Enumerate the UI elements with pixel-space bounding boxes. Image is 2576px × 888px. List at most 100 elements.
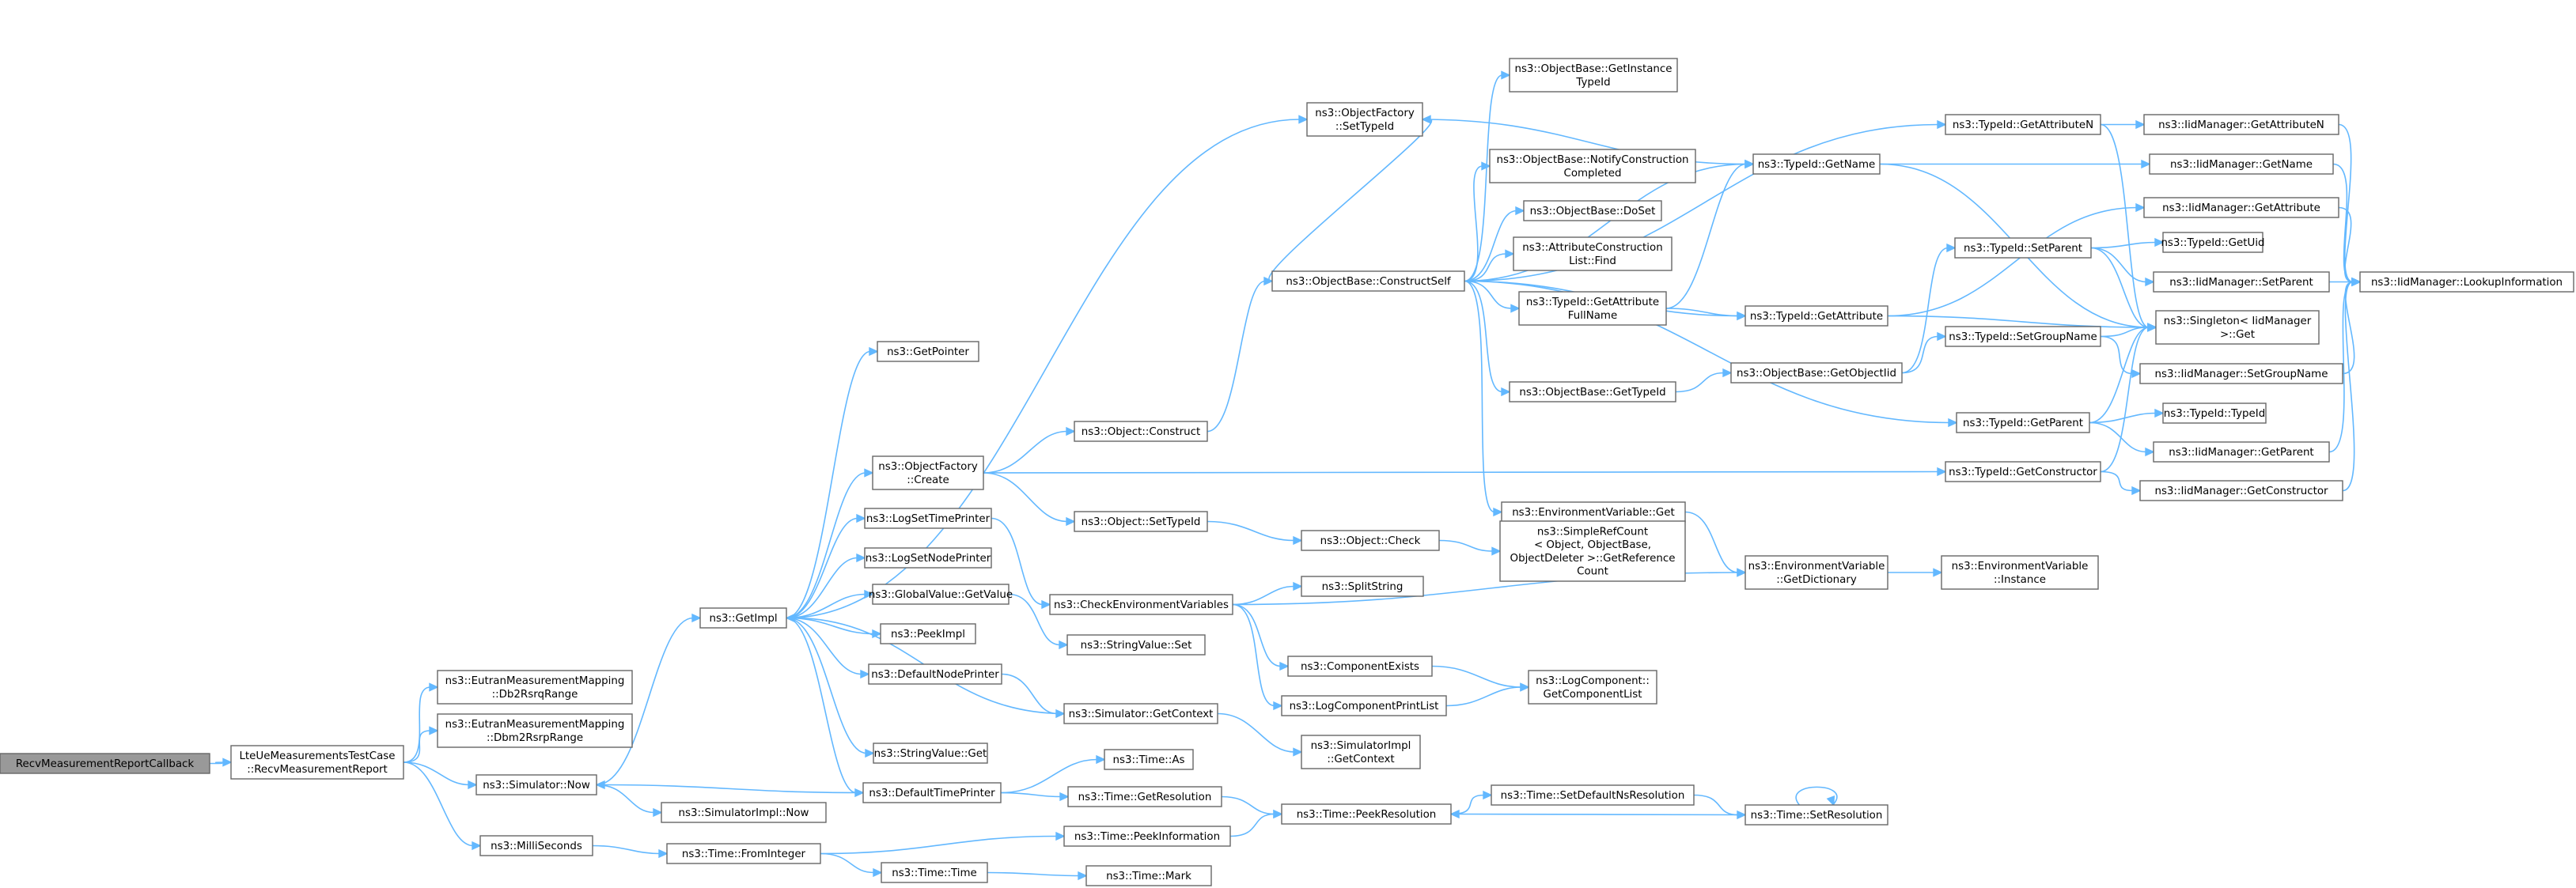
graph-node-ofcreate[interactable]: ns3::ObjectFactory::Create — [872, 455, 984, 490]
graph-node-getpointer[interactable]: ns3::GetPointer — [877, 341, 979, 362]
graph-node-logsetnode[interactable]: ns3::LogSetNodePrinter — [864, 547, 992, 569]
graph-node-obgettypeid[interactable]: ns3::ObjectBase::GetTypeId — [1509, 381, 1676, 402]
graph-node-iidgetctor[interactable]: ns3::IidManager::GetConstructor — [2139, 480, 2343, 501]
edge-deftimeprinter-to-timegetres — [1000, 792, 1070, 802]
graph-node-recv[interactable]: LteUeMeasurementsTestCase::RecvMeasureme… — [230, 745, 404, 780]
graph-node-objsettypeid[interactable]: ns3::Object::SetTypeId — [1074, 511, 1208, 532]
graph-node-obdoset[interactable]: ns3::ObjectBase::DoSet — [1523, 200, 1662, 221]
graph-node-simgetctx[interactable]: ns3::Simulator::GetContext — [1063, 703, 1218, 724]
graph-node-tidgetctor[interactable]: ns3::TypeId::GetConstructor — [1945, 461, 2101, 482]
graph-node-millis[interactable]: ns3::MilliSeconds — [479, 835, 593, 856]
graph-node-objconstruct[interactable]: ns3::Object::Construct — [1074, 421, 1208, 442]
node-box — [1491, 784, 1695, 806]
node-label: ns3::ObjectBase::GetObjectIid — [1737, 368, 1896, 380]
graph-node-timepeekres[interactable]: ns3::Time::PeekResolution — [1281, 803, 1452, 825]
graph-node-timetime[interactable]: ns3::Time::Time — [881, 862, 988, 883]
graph-node-iidgetattr[interactable]: ns3::IidManager::GetAttribute — [2143, 197, 2339, 218]
graph-node-db2rsrq[interactable]: ns3::EutranMeasurementMapping::Db2RsrqRa… — [437, 670, 633, 705]
graph-node-logcompgetlist[interactable]: ns3::LogComponent::GetComponentList — [1528, 670, 1657, 705]
edge-root-to-recv — [209, 758, 233, 767]
node-label: ::SetTypeId — [1335, 121, 1394, 133]
node-label: ::Db2RsrqRange — [492, 689, 578, 701]
graph-node-tidgetuid[interactable]: ns3::TypeId::GetUid — [2161, 232, 2265, 253]
graph-node-tidgetname[interactable]: ns3::TypeId::GetName — [1752, 153, 1881, 175]
node-label: ns3::ObjectBase::NotifyConstruction — [1496, 154, 1688, 166]
node-box — [1501, 501, 1686, 523]
graph-node-peekimpl[interactable]: ns3::PeekImpl — [880, 623, 976, 644]
graph-node-tidsetparent[interactable]: ns3::TypeId::SetParent — [1954, 237, 2092, 259]
graph-node-tidgetparent[interactable]: ns3::TypeId::GetParent — [1956, 412, 2090, 433]
graph-node-getimpl[interactable]: ns3::GetImpl — [699, 607, 787, 629]
node-box — [1518, 291, 1667, 326]
node-box — [1063, 703, 1218, 724]
graph-node-timesetres[interactable]: ns3::Time::SetResolution — [1744, 804, 1888, 826]
graph-node-obconstructself[interactable]: ns3::ObjectBase::ConstructSelf — [1271, 270, 1465, 292]
edge-objsettypeid-to-objcheck — [1207, 520, 1303, 546]
graph-node-iidgetparent[interactable]: ns3::IidManager::GetParent — [2153, 441, 2330, 463]
node-label: ns3::SimpleRefCount — [1537, 527, 1648, 538]
graph-node-timepeekinfo[interactable]: ns3::Time::PeekInformation — [1063, 826, 1231, 847]
graph-node-simnow[interactable]: ns3::Simulator::Now — [475, 774, 597, 795]
graph-node-compexists[interactable]: ns3::ComponentExists — [1287, 656, 1433, 677]
graph-node-logsettime[interactable]: ns3::LogSetTimePrinter — [864, 508, 992, 529]
graph-node-singleton[interactable]: ns3::Singleton< IidManager>::Get — [2155, 310, 2320, 345]
graph-node-defnodeprinter[interactable]: ns3::DefaultNodePrinter — [868, 663, 1002, 685]
graph-node-iidgetname[interactable]: ns3::IidManager::GetName — [2149, 153, 2334, 175]
node-label: LteUeMeasurementsTestCase — [239, 750, 395, 762]
graph-node-strvalset[interactable]: ns3::StringValue::Set — [1066, 634, 1206, 656]
node-label: ns3::LogComponent:: — [1536, 675, 1650, 687]
graph-node-gvgetvalue[interactable]: ns3::GlobalValue::GetValue — [869, 584, 1013, 605]
graph-node-simimplnow[interactable]: ns3::SimulatorImpl::Now — [661, 802, 827, 823]
graph-node-iidsetparent[interactable]: ns3::IidManager::SetParent — [2153, 271, 2330, 293]
edge-timesetres-to-timesetres — [1795, 786, 1838, 807]
graph-node-iidsetgroup[interactable]: ns3::IidManager::SetGroupName — [2139, 363, 2343, 384]
edge-checkenv-to-logcompprint — [1232, 603, 1283, 711]
graph-node-tidtypeid[interactable]: ns3::TypeId::TypeId — [2162, 402, 2267, 424]
graph-node-iidlookup[interactable]: ns3::IidManager::LookupInformation — [2359, 271, 2574, 293]
graph-node-splitstring[interactable]: ns3::SplitString — [1301, 576, 1424, 597]
graph-node-simimplgetctx[interactable]: ns3::SimulatorImpl::GetContext — [1301, 735, 1421, 769]
graph-node-obgetobjectiid[interactable]: ns3::ObjectBase::GetObjectIid — [1730, 362, 1903, 384]
node-label: ns3::IidManager::SetParent — [2169, 277, 2313, 289]
node-box — [881, 862, 988, 883]
graph-node-timesetdefns[interactable]: ns3::Time::SetDefaultNsResolution — [1491, 784, 1695, 806]
node-box — [2162, 402, 2267, 424]
node-label: ns3::Simulator::GetContext — [1069, 709, 1214, 720]
graph-node-tidgetattrn[interactable]: ns3::TypeId::GetAttributeN — [1945, 114, 2101, 135]
edge-timepeekinfo-to-timepeekres — [1229, 809, 1283, 837]
node-box — [872, 455, 984, 490]
graph-node-obnotify[interactable]: ns3::ObjectBase::NotifyConstructionCompl… — [1489, 149, 1696, 183]
graph-node-iidgetattrn[interactable]: ns3::IidManager::GetAttributeN — [2143, 114, 2339, 135]
graph-node-objcheck[interactable]: ns3::Object::Check — [1301, 530, 1440, 551]
edge-simgetctx-to-simimplgetctx — [1217, 712, 1303, 757]
graph-node-timeas[interactable]: ns3::Time::As — [1104, 749, 1194, 770]
graph-node-timemark[interactable]: ns3::Time::Mark — [1085, 865, 1212, 886]
graph-node-frominteger[interactable]: ns3::Time::FromInteger — [666, 843, 821, 864]
node-box — [2143, 114, 2339, 135]
graph-node-envgetdict[interactable]: ns3::EnvironmentVariable::GetDictionary — [1744, 555, 1888, 590]
node-box — [2155, 310, 2320, 345]
graph-node-timegetres[interactable]: ns3::Time::GetResolution — [1067, 786, 1222, 807]
node-label: ns3::EutranMeasurementMapping — [445, 719, 625, 731]
graph-node-checkenv[interactable]: ns3::CheckEnvironmentVariables — [1049, 594, 1233, 615]
graph-node-deftimeprinter[interactable]: ns3::DefaultTimePrinter — [862, 782, 1002, 803]
graph-node-logcompprint[interactable]: ns3::LogComponentPrintList — [1281, 695, 1447, 716]
node-box — [230, 745, 404, 780]
graph-node-root[interactable]: RecvMeasurementReportCallback — [0, 753, 210, 774]
node-box — [1744, 555, 1888, 590]
graph-node-tidgetattr[interactable]: ns3::TypeId::GetAttribute — [1744, 305, 1888, 327]
node-label: ns3::ObjectBase::ConstructSelf — [1286, 276, 1451, 288]
graph-node-envget[interactable]: ns3::EnvironmentVariable::Get — [1501, 501, 1686, 523]
graph-node-envinstance[interactable]: ns3::EnvironmentVariable::Instance — [1941, 555, 2099, 590]
graph-node-strvalget[interactable]: ns3::StringValue::Get — [873, 743, 988, 764]
graph-node-tidsetgroup[interactable]: ns3::TypeId::SetGroupName — [1945, 326, 2101, 347]
graph-node-simplerefcount[interactable]: ns3::SimpleRefCount< Object, ObjectBase,… — [1499, 520, 1686, 582]
graph-node-ofsettypeid[interactable]: ns3::ObjectFactory::SetTypeId — [1306, 102, 1423, 137]
node-label: >::Get — [2220, 329, 2255, 341]
edge-obconstructself-to-attrlistfind — [1464, 249, 1515, 282]
graph-node-dbm2rsrp[interactable]: ns3::EutranMeasurementMapping::Dbm2RsrpR… — [437, 713, 633, 748]
